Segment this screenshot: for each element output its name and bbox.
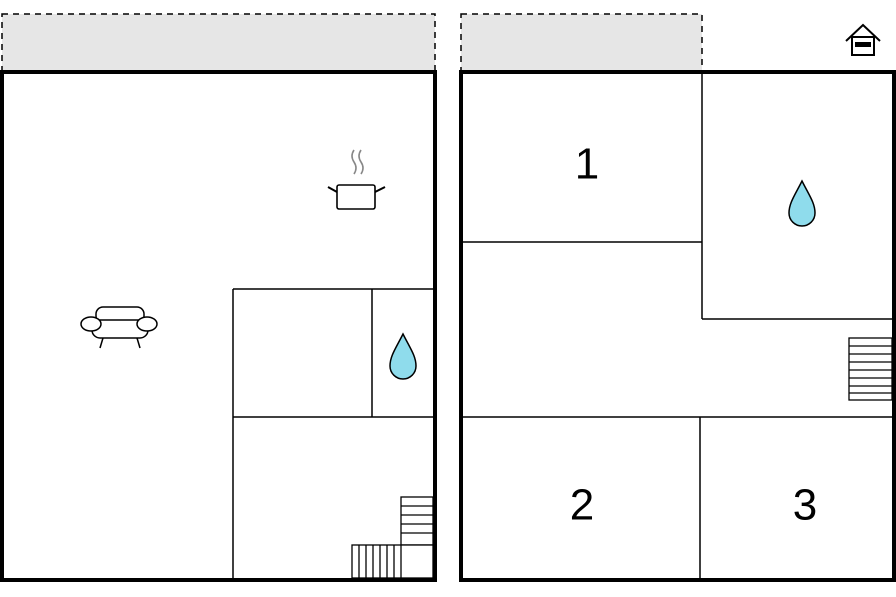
ground-floor-terrace <box>1 13 436 73</box>
water-drop-icon <box>389 332 417 380</box>
room-number-1: 1 <box>575 140 599 189</box>
upper-floor-plan: 1 2 3 <box>459 13 896 582</box>
sofa-icon <box>80 306 158 349</box>
ground-floor-outer-wall <box>0 70 437 582</box>
stairs-icon <box>351 496 434 579</box>
stairs-icon <box>848 337 893 401</box>
house-entrance-icon <box>845 23 881 56</box>
upper-floor-terrace <box>460 13 703 73</box>
water-drop-icon <box>788 179 816 227</box>
kitchen-pot-icon <box>327 149 386 210</box>
room-number-2: 2 <box>570 481 594 530</box>
ground-floor-plan <box>0 13 437 582</box>
room-number-3: 3 <box>793 481 817 530</box>
upper-floor-outer-wall <box>459 70 896 582</box>
